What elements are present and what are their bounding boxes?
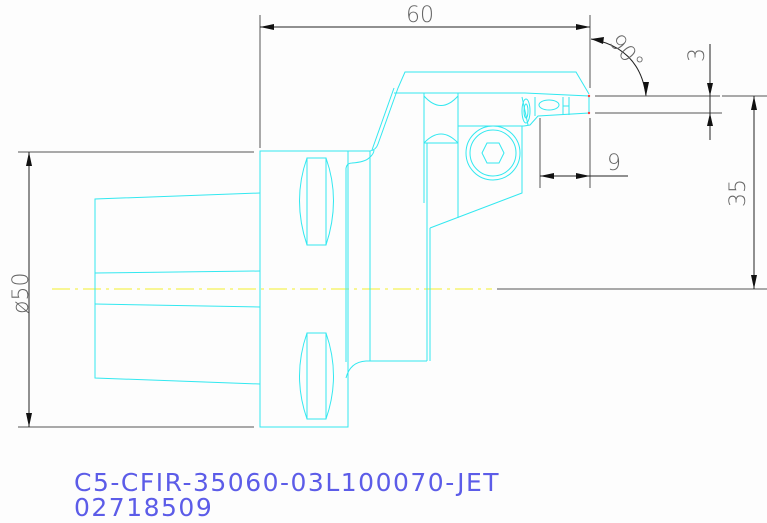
dimension-diameter-50: ø50 bbox=[9, 151, 254, 428]
cutting-insert bbox=[521, 92, 591, 127]
dim-angle-label: 90° bbox=[604, 30, 648, 76]
dimension-offset-9: 9 bbox=[539, 118, 628, 188]
article-number: 02718509 bbox=[74, 493, 214, 522]
head-body bbox=[345, 71, 590, 379]
dim-3-label: 3 bbox=[685, 48, 710, 62]
dim-9-label: 9 bbox=[607, 151, 621, 176]
dim-60-label: 60 bbox=[406, 3, 434, 28]
dimension-length-60: 60 bbox=[259, 3, 591, 188]
flange bbox=[259, 150, 349, 428]
dimension-angle-90: 90° bbox=[590, 30, 649, 97]
dimension-width-3: 3 bbox=[595, 44, 722, 140]
dimension-height-35: 35 bbox=[722, 95, 767, 289]
part-number: C5-CFIR-35060-03L100070-JET bbox=[74, 468, 501, 497]
shank-taper bbox=[94, 192, 261, 385]
dim-35-label: 35 bbox=[726, 179, 751, 207]
dim-diameter-label: ø50 bbox=[9, 273, 34, 314]
clamp-screw bbox=[465, 125, 521, 181]
